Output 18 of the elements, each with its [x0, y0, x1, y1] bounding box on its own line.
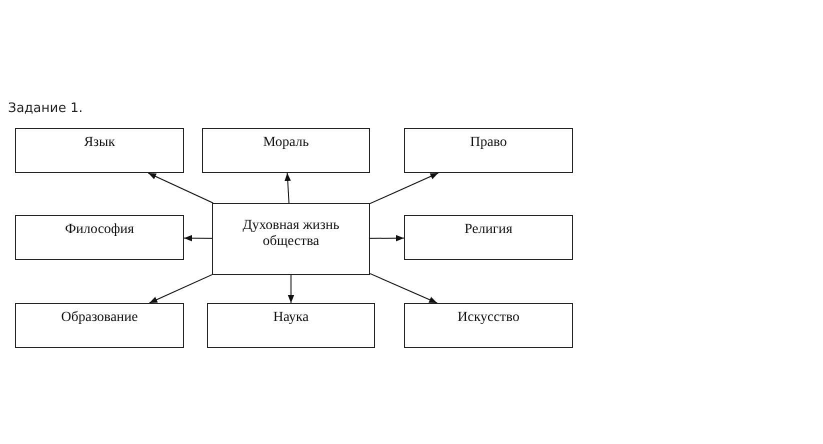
arrow — [370, 172, 439, 204]
concept-box: Искусство — [404, 303, 573, 348]
arrow — [370, 273, 438, 304]
concept-box: Право — [404, 128, 573, 173]
concept-box: Мораль — [202, 128, 370, 173]
concept-box: Религия — [404, 215, 573, 260]
concept-box: Философия — [15, 215, 184, 260]
task-heading: Задание 1. — [8, 101, 83, 116]
arrow — [288, 274, 294, 304]
arrow — [184, 235, 212, 242]
arrow — [148, 172, 214, 204]
concept-box: Образование — [15, 303, 184, 348]
concept-box: Духовная жизнь общества — [212, 203, 370, 275]
arrow — [284, 172, 291, 204]
arrow — [148, 274, 212, 304]
concept-box: Язык — [15, 128, 184, 173]
concept-box: Наука — [207, 303, 375, 348]
arrow — [370, 235, 404, 242]
